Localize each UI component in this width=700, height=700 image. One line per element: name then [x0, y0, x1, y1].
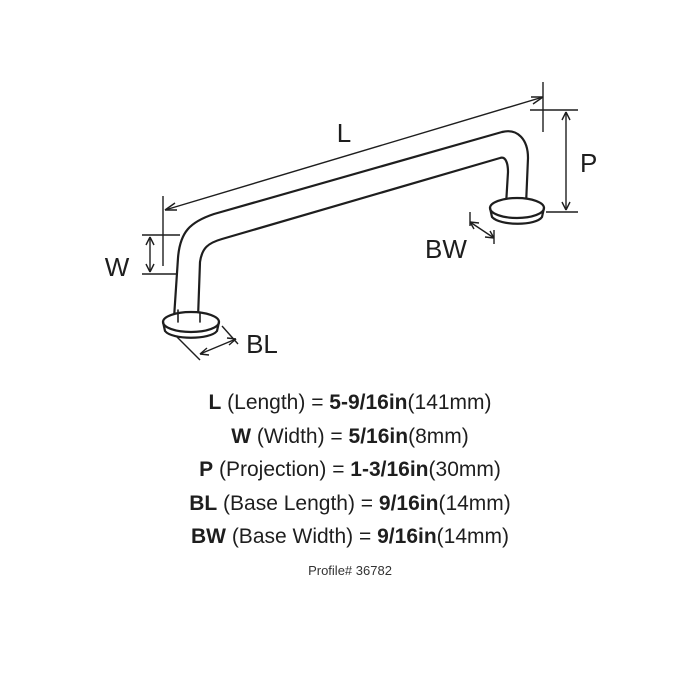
handle-diagram: L W P BW BL — [105, 82, 597, 361]
spec-list: L (Length) = 5-9/16in(141mm) W (Width) =… — [0, 386, 700, 554]
label-width: W — [105, 252, 130, 282]
label-projection: P — [580, 148, 597, 178]
spec-metric: (141mm) — [407, 391, 492, 414]
spec-imperial: 9/16in — [377, 525, 437, 548]
left-foot — [161, 310, 221, 339]
projection-dimension-line — [530, 109, 578, 213]
spec-code: P — [199, 458, 214, 481]
spec-code: BL — [189, 491, 218, 515]
spec-metric: (14mm) — [438, 491, 511, 515]
label-base-length: BL — [246, 329, 278, 359]
width-dimension-line — [142, 234, 180, 275]
spec-code: L — [208, 391, 222, 414]
spec-projection: P (Projection) = 1-3/16in(30mm) — [0, 453, 700, 487]
spec-imperial: 9/16in — [378, 491, 439, 515]
spec-length: L (Length) = 5-9/16in(141mm) — [0, 386, 700, 420]
spec-metric: (14mm) — [436, 525, 510, 548]
spec-code: W — [231, 424, 252, 448]
spec-imperial: 5-9/16in — [329, 391, 408, 414]
spec-imperial: 5/16in — [348, 424, 409, 448]
spec-name: (Projection) = — [218, 458, 351, 481]
spec-metric: (30mm) — [428, 458, 501, 481]
spec-base-length: BL (Base Length) = 9/16in(14mm) — [0, 487, 700, 521]
profile-number: Profile# 36782 — [308, 563, 392, 578]
spec-base-width: BW (Base Width) = 9/16in(14mm) — [0, 520, 700, 554]
base-width-dimension-line — [469, 212, 495, 244]
spec-name: (Base Width) = — [231, 525, 378, 548]
right-foot — [488, 196, 546, 225]
handle-bar — [172, 130, 530, 320]
base-length-dimension-line — [175, 325, 239, 361]
spec-metric: (8mm) — [408, 424, 469, 448]
spec-imperial: 1-3/16in — [350, 458, 429, 481]
spec-name: (Length) = — [227, 391, 330, 414]
spec-name: (Width) = — [256, 424, 349, 448]
spec-width: W (Width) = 5/16in(8mm) — [0, 420, 700, 454]
length-dimension-line — [162, 82, 544, 266]
spec-name: (Base Length) = — [223, 491, 379, 515]
label-length: L — [337, 118, 351, 148]
spec-code: BW — [190, 525, 226, 548]
label-base-width: BW — [425, 234, 467, 264]
